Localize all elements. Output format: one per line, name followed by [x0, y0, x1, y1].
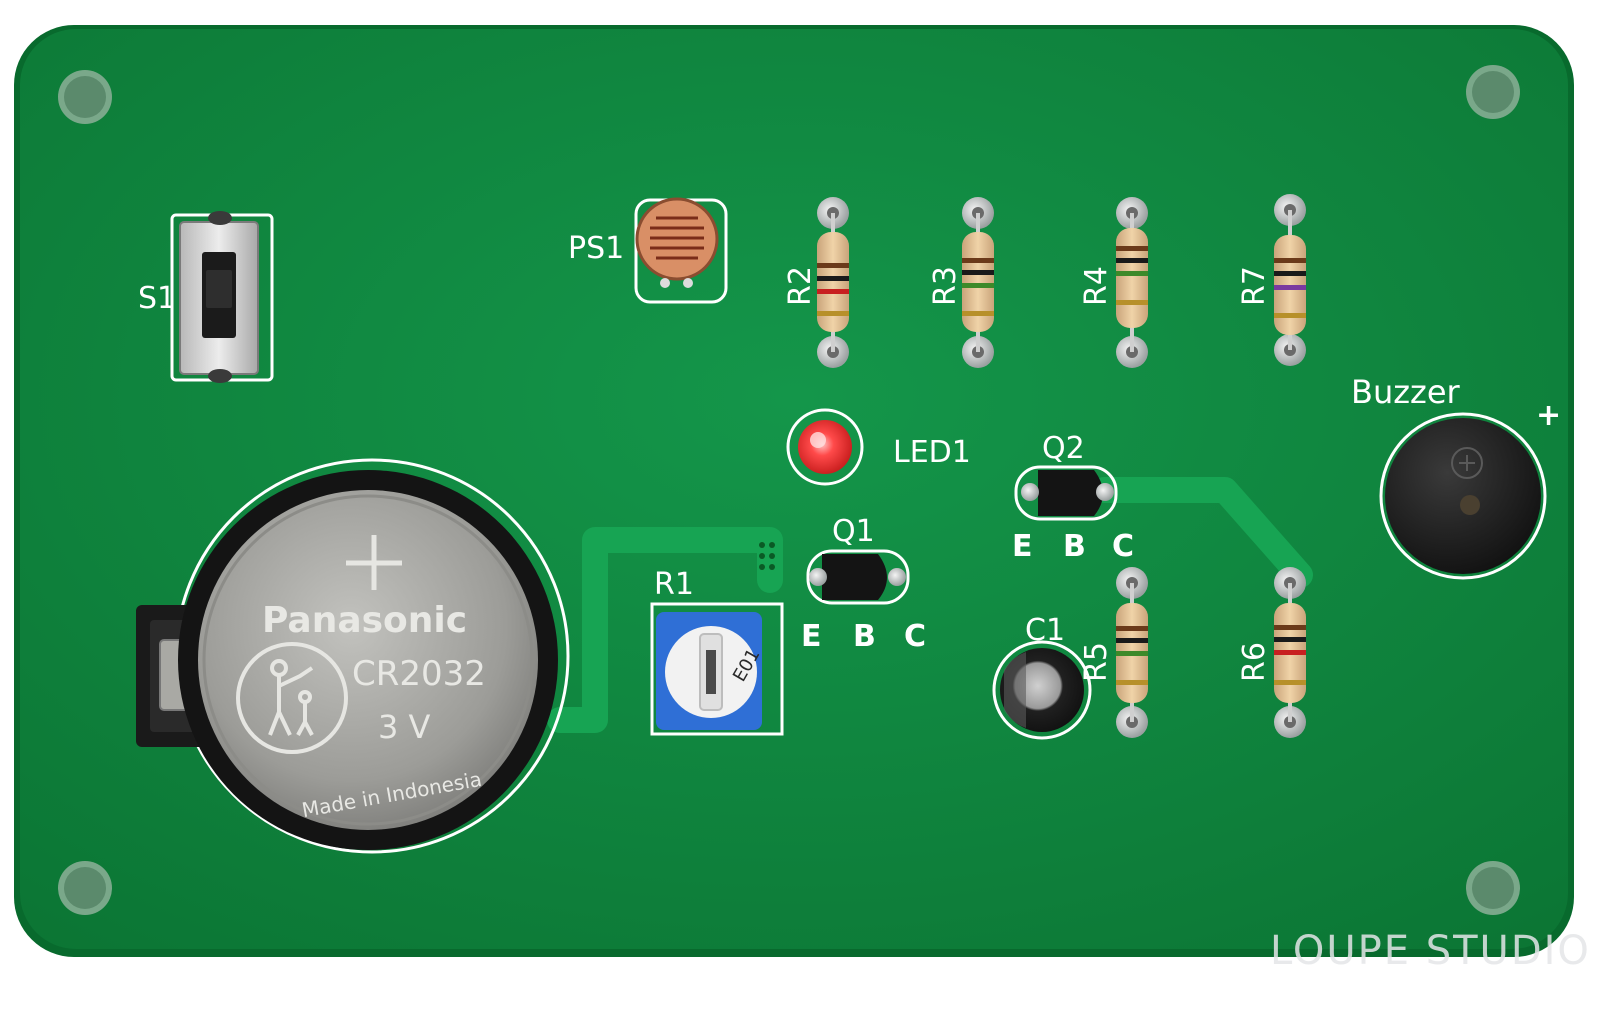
label-buzzer-plus: + — [1536, 398, 1561, 433]
transistor-q1: Q1 E B C — [801, 514, 926, 654]
label-q1: Q1 — [832, 514, 875, 549]
q2-pin-c: C — [1112, 529, 1134, 564]
label-led1: LED1 — [893, 435, 971, 470]
resistor-r7: R7 — [1237, 194, 1306, 366]
watermark-logo: LOUPE STUDIO — [1270, 928, 1591, 974]
slide-switch-s1: S1 — [138, 211, 274, 383]
trimmer-r1: E01 R1 — [650, 567, 784, 736]
resistor-r4: R4 — [1079, 197, 1148, 368]
label-ps1: PS1 — [568, 231, 624, 266]
label-r2: R2 — [783, 266, 818, 306]
transistor-q2: Q2 E B C — [1012, 431, 1134, 564]
q1-pin-b: B — [853, 619, 876, 654]
label-r7: R7 — [1237, 266, 1272, 306]
label-r5: R5 — [1079, 642, 1114, 682]
label-r3: R3 — [928, 266, 963, 306]
q1-pin-e: E — [801, 619, 822, 654]
label-buzzer: Buzzer — [1351, 373, 1461, 411]
battery-brand: Panasonic — [262, 600, 467, 641]
battery-cr2032: Panasonic CR2032 3 V Made in Indonesia — [236, 535, 486, 822]
label-q2: Q2 — [1042, 431, 1085, 466]
via-cluster — [759, 542, 775, 570]
coin-cell-holder — [136, 458, 570, 854]
battery-model: CR2032 — [352, 654, 486, 694]
q1-pin-c: C — [904, 619, 926, 654]
copper-traces — [547, 477, 1313, 733]
mounting-holes — [58, 65, 1520, 915]
label-c1: C1 — [1025, 613, 1065, 648]
resistor-r6: R6 — [1237, 567, 1306, 738]
label-s1: S1 — [138, 281, 176, 316]
photoresistor-ps1: PS1 — [568, 197, 728, 304]
battery-voltage: 3 V — [378, 708, 431, 746]
child-safety-icon — [268, 659, 314, 736]
buzzer: Buzzer + — [1351, 373, 1561, 580]
label-r4: R4 — [1079, 266, 1114, 306]
resistor-r2: R2 — [783, 197, 849, 368]
led-led1: LED1 — [786, 408, 971, 486]
pcb-board — [14, 25, 1574, 957]
resistor-r5: R5 — [1079, 567, 1148, 738]
q2-pin-e: E — [1012, 529, 1033, 564]
label-r6: R6 — [1237, 642, 1272, 682]
capacitor-c1: C1 — [992, 613, 1092, 740]
q2-pin-b: B — [1063, 529, 1086, 564]
label-r1: R1 — [654, 567, 694, 602]
resistor-r3: R3 — [928, 197, 994, 368]
